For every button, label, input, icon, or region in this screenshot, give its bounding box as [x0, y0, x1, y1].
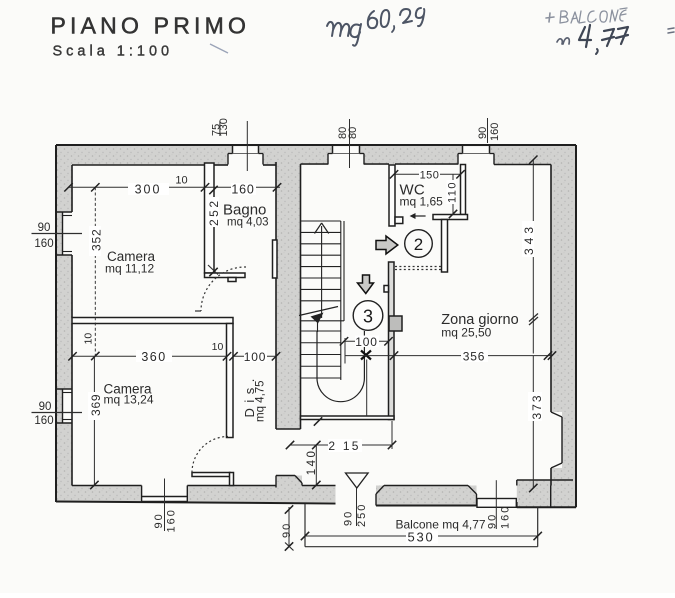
- svg-text:90: 90: [477, 127, 489, 139]
- svg-text:10: 10: [175, 175, 187, 187]
- svg-text:90: 90: [38, 222, 51, 234]
- svg-text:90: 90: [486, 513, 498, 529]
- svg-text:100: 100: [244, 350, 266, 364]
- svg-text:373: 373: [530, 393, 544, 419]
- svg-text:mq 1,65: mq 1,65: [400, 195, 444, 209]
- svg-text:352: 352: [90, 229, 104, 251]
- svg-text:160: 160: [489, 123, 501, 141]
- svg-text:mq 4,03: mq 4,03: [227, 217, 269, 229]
- svg-text:110: 110: [446, 181, 458, 203]
- svg-text:343: 343: [522, 223, 536, 255]
- svg-text:90: 90: [342, 510, 354, 526]
- svg-text:2 15: 2 15: [328, 439, 360, 453]
- svg-text:PIANO PRIMO: PIANO PRIMO: [51, 13, 251, 39]
- svg-text:140: 140: [306, 449, 318, 476]
- svg-text:356: 356: [463, 350, 485, 364]
- svg-text:75: 75: [210, 124, 222, 136]
- svg-text:160: 160: [34, 238, 53, 250]
- svg-text:300: 300: [135, 183, 162, 197]
- svg-text:360: 360: [141, 350, 166, 364]
- svg-text:90: 90: [281, 522, 293, 538]
- svg-text:Bagno: Bagno: [223, 202, 266, 219]
- svg-text:Camera: Camera: [104, 382, 153, 397]
- svg-text:80: 80: [337, 127, 349, 139]
- svg-text:10: 10: [212, 341, 224, 353]
- svg-text:130: 130: [218, 118, 230, 136]
- svg-text:WC: WC: [400, 182, 425, 199]
- svg-text:10: 10: [83, 333, 95, 345]
- svg-text:250: 250: [356, 503, 368, 527]
- svg-text:160: 160: [34, 415, 53, 427]
- svg-text:mq 13,24: mq 13,24: [104, 393, 154, 407]
- svg-text:90: 90: [153, 512, 165, 528]
- svg-text:3: 3: [363, 307, 373, 327]
- svg-text:2: 2: [414, 235, 423, 254]
- svg-text:mq 11,12: mq 11,12: [105, 262, 154, 276]
- svg-text:mq 4,75: mq 4,75: [255, 380, 267, 422]
- svg-text:160: 160: [166, 508, 178, 532]
- svg-text:160: 160: [500, 505, 512, 529]
- svg-text:Dis.: Dis.: [242, 373, 257, 417]
- svg-text:160: 160: [231, 183, 254, 197]
- svg-text:mq 25,50: mq 25,50: [441, 326, 491, 340]
- svg-text:Zona giorno: Zona giorno: [441, 312, 518, 328]
- svg-text:Camera: Camera: [107, 249, 156, 264]
- svg-text:90: 90: [39, 401, 52, 413]
- svg-text:530: 530: [407, 530, 434, 545]
- svg-text:100: 100: [355, 335, 377, 349]
- svg-text:Scala 1:100: Scala 1:100: [53, 43, 174, 59]
- svg-text:369: 369: [89, 394, 103, 416]
- svg-text:80: 80: [347, 127, 359, 139]
- svg-text:252: 252: [207, 198, 221, 226]
- svg-text:Balcone mq 4,77: Balcone mq 4,77: [396, 518, 486, 532]
- svg-text:150: 150: [420, 170, 440, 182]
